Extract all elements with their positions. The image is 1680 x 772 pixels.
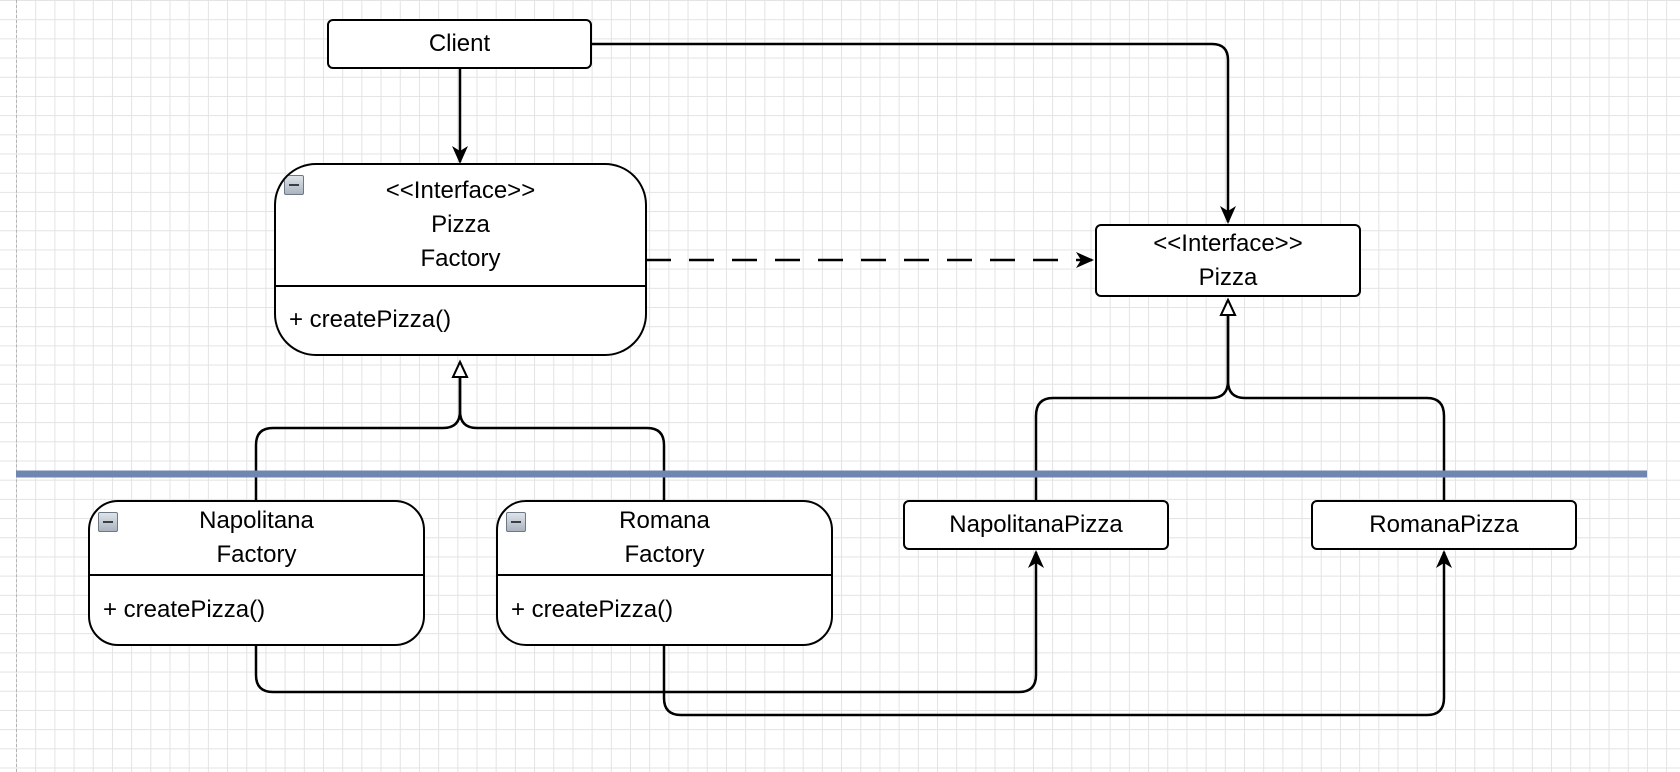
client-label: Client <box>428 30 491 57</box>
collapse-toggle-icon[interactable] <box>284 175 304 195</box>
romana-factory-method: + createPizza() <box>498 576 831 644</box>
romana-factory-divider <box>498 574 831 576</box>
pizza-factory-name-line1: Pizza <box>431 210 490 238</box>
pizza-interface-name: Pizza <box>1198 263 1258 291</box>
pizza-factory-method: + createPizza() <box>276 287 645 354</box>
napolitana-pizza-label: NapolitanaPizza <box>949 511 1123 538</box>
client-to-pizza-arrow[interactable] <box>592 42 1236 224</box>
romana-factory-name-line1: Romana <box>619 507 710 534</box>
romana-pizza-realization[interactable] <box>1219 297 1446 500</box>
pizza-factory-method-text: + createPizza() <box>289 306 452 334</box>
napolitana-factory-name-line1: Napolitana <box>199 507 314 534</box>
napolitana-factory-creates-arrow[interactable] <box>254 550 1044 694</box>
pizza-interface-box[interactable]: <<Interface>> Pizza <box>1095 224 1361 297</box>
pizza-interface-stereotype: <<Interface>> <box>1153 229 1303 257</box>
collapse-toggle-icon[interactable] <box>506 512 526 532</box>
napolitana-factory-divider <box>90 574 423 576</box>
napolitana-factory-box[interactable]: Napolitana Factory + createPizza() <box>88 500 425 646</box>
romana-factory-creates-arrow[interactable] <box>662 550 1452 717</box>
napolitana-factory-method: + createPizza() <box>90 576 423 644</box>
client-box[interactable]: Client <box>327 19 592 69</box>
pizza-factory-divider <box>276 284 645 287</box>
romana-factory-header: Romana Factory <box>498 502 831 574</box>
pizza-factory-name-line2: Factory <box>420 244 501 272</box>
collapse-toggle-icon[interactable] <box>98 512 118 532</box>
romana-factory-method-text: + createPizza() <box>511 596 674 623</box>
romana-pizza-box[interactable]: RomanaPizza <box>1311 500 1577 550</box>
pizza-factory-header: <<Interface>> Pizza Factory <box>276 165 645 285</box>
pizza-factory-interface-box[interactable]: <<Interface>> Pizza Factory + createPizz… <box>274 163 647 356</box>
romana-factory-box[interactable]: Romana Factory + createPizza() <box>496 500 833 646</box>
romana-factory-name-line2: Factory <box>624 541 705 568</box>
napolitana-pizza-box[interactable]: NapolitanaPizza <box>903 500 1169 550</box>
romana-factory-realization[interactable] <box>451 359 666 500</box>
page-boundary <box>16 0 17 772</box>
romana-pizza-label: RomanaPizza <box>1369 511 1519 538</box>
napolitana-pizza-realization[interactable] <box>1034 297 1237 500</box>
napolitana-factory-realization[interactable] <box>254 359 469 500</box>
napolitana-factory-header: Napolitana Factory <box>90 502 423 574</box>
napolitana-factory-name-line2: Factory <box>216 541 297 568</box>
napolitana-factory-method-text: + createPizza() <box>103 596 266 623</box>
pizza-factory-stereotype: <<Interface>> <box>385 176 536 204</box>
